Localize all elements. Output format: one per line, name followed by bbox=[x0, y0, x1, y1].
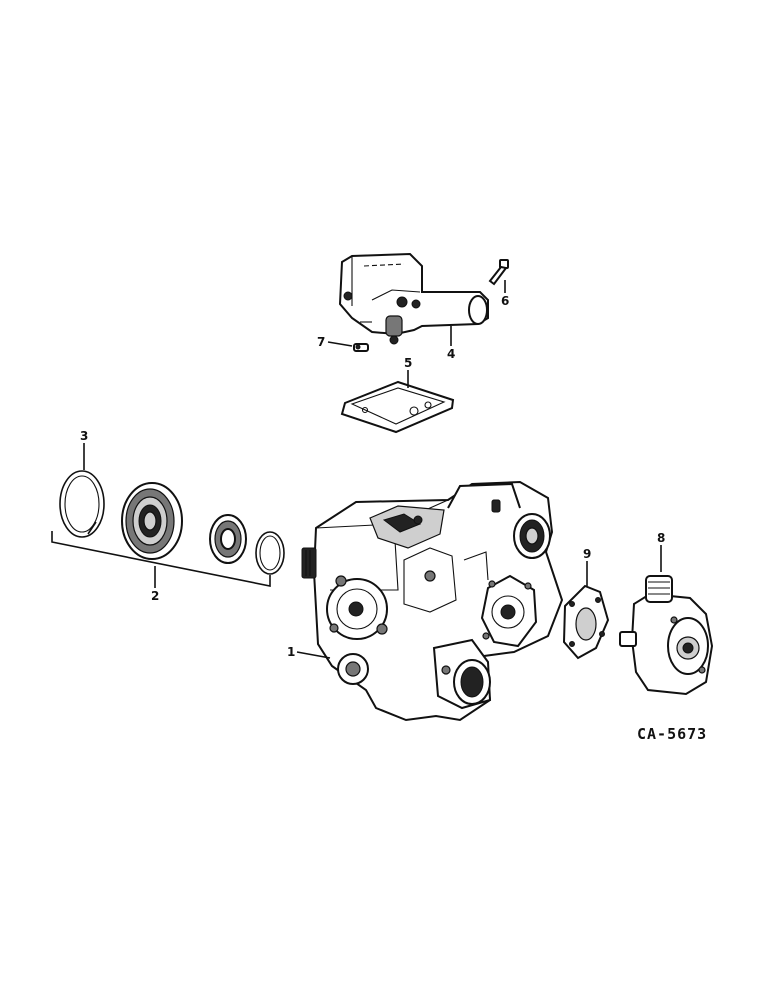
control-valve-housing bbox=[338, 252, 489, 345]
callout-6: 6 bbox=[501, 294, 509, 308]
callout-9: 9 bbox=[583, 547, 591, 561]
callout-2: 2 bbox=[151, 589, 159, 603]
bearing-ring bbox=[209, 514, 247, 564]
leader-lines bbox=[83, 280, 662, 659]
auxiliary-pump bbox=[619, 575, 714, 696]
hydraulic-pump bbox=[301, 480, 564, 722]
callout-5: 5 bbox=[404, 356, 412, 370]
kit-bracket bbox=[51, 531, 271, 587]
callout-7: 7 bbox=[317, 335, 325, 349]
callout-8: 8 bbox=[657, 531, 665, 545]
o-ring bbox=[255, 531, 285, 575]
callout-4: 4 bbox=[447, 347, 455, 361]
pin bbox=[353, 343, 369, 352]
callout-1: 1 bbox=[287, 645, 295, 659]
plate-gasket bbox=[562, 584, 610, 660]
drawing-code: CA-5673 bbox=[637, 725, 707, 743]
shaft-seal bbox=[121, 482, 183, 560]
gasket bbox=[340, 380, 455, 434]
callout-3: 3 bbox=[80, 429, 88, 443]
snap-ring bbox=[59, 470, 105, 538]
bolt bbox=[488, 259, 509, 286]
